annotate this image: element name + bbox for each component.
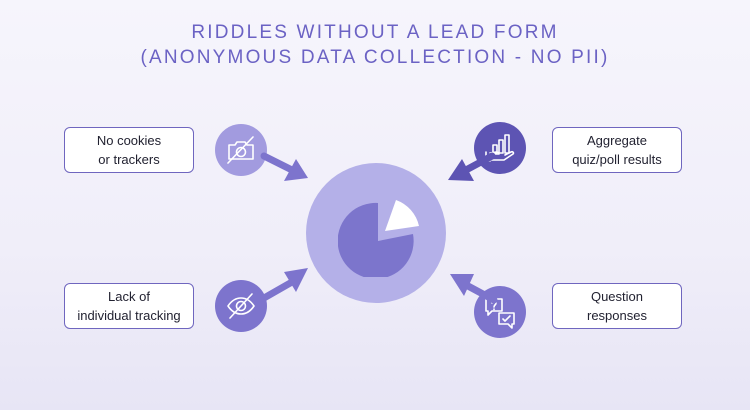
- pie-chart-icon: [338, 200, 419, 277]
- arrow-to-center-top-right: [448, 152, 496, 181]
- label-aggregate-results-text: Aggregate quiz/poll results: [572, 133, 662, 167]
- arrow-to-center-bottom-left: [260, 268, 308, 302]
- label-no-individual-tracking: Lack of individual tracking: [64, 283, 194, 329]
- page-title: RIDDLES WITHOUT A LEAD FORM (ANONYMOUS D…: [0, 20, 750, 70]
- label-no-cookies-text: No cookies or trackers: [96, 133, 162, 167]
- label-aggregate-results: Aggregate quiz/poll results: [552, 127, 682, 173]
- center-circle: [306, 163, 446, 303]
- eye-slash-icon: [215, 280, 267, 332]
- no-camera-icon: [215, 124, 267, 176]
- label-question-responses: Question responses: [552, 283, 682, 329]
- label-no-cookies: No cookies or trackers: [64, 127, 194, 173]
- title-line-2: (ANONYMOUS DATA COLLECTION - NO PII): [140, 47, 610, 68]
- arrow-to-center-bottom-right: [450, 274, 498, 304]
- label-no-individual-tracking-text: Lack of individual tracking: [77, 289, 181, 323]
- hand-bar-chart-icon: [474, 122, 526, 174]
- arrow-to-center-top-left: [260, 152, 308, 181]
- title-line-1: RIDDLES WITHOUT A LEAD FORM: [191, 22, 559, 43]
- label-question-responses-text: Question responses: [587, 289, 647, 323]
